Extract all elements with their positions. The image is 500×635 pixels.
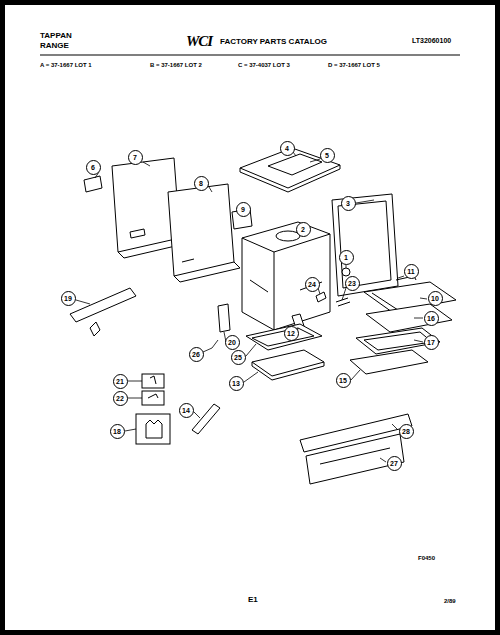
callout-number: 25 (234, 354, 242, 361)
callout-number: 2 (301, 226, 305, 233)
callout-circle: 18 (110, 424, 125, 439)
callout-circle: 3 (341, 196, 356, 211)
callout-number: 24 (308, 281, 316, 288)
callout-number: 3 (346, 200, 350, 207)
callout-number: 12 (287, 330, 295, 337)
tappan-brand: TAPPAN (40, 32, 72, 40)
callout-circle: 20 (225, 335, 240, 350)
callout-circle: 14 (179, 403, 194, 418)
catalog-title: FACTORY PARTS CATALOG (220, 38, 327, 46)
callout-circle: 19 (61, 291, 76, 306)
product-type: RANGE (40, 42, 69, 50)
model-lot: D = 37-1667 LOT 5 (328, 62, 380, 68)
catalog-number: LT32060100 (412, 37, 451, 44)
callout-number: 23 (348, 280, 356, 287)
callout-circle: 21 (113, 374, 128, 389)
callout-number: 22 (116, 395, 124, 402)
wci-logo: WCI (186, 34, 212, 49)
plate-number: F0450 (418, 555, 435, 561)
callout-number: 11 (407, 268, 414, 275)
callout-circle: 7 (128, 150, 143, 165)
callout-number: 8 (199, 180, 203, 187)
callout-circle: 6 (86, 160, 101, 175)
callout-number: 16 (427, 315, 435, 322)
callout-circle: 4 (280, 141, 295, 156)
callout-number: 17 (427, 339, 435, 346)
callout-circle: 8 (194, 176, 209, 191)
callout-circle: 27 (387, 456, 402, 471)
callout-number: 28 (402, 428, 410, 435)
callout-circle: 24 (305, 277, 320, 292)
callout-number: 5 (325, 152, 329, 159)
callout-number: 6 (91, 164, 95, 171)
callout-number: 13 (232, 380, 240, 387)
callout-circle: 15 (336, 373, 351, 388)
callout-circle: 28 (399, 424, 414, 439)
model-lot: C = 37-4037 LOT 3 (238, 62, 290, 68)
callout-number: 9 (241, 206, 245, 213)
callout-number: 15 (339, 377, 347, 384)
page-number: E1 (248, 596, 258, 604)
callout-number: 27 (390, 460, 398, 467)
callout-circle: 23 (345, 276, 360, 291)
callout-circle: 5 (320, 148, 335, 163)
callout-circle: 10 (428, 291, 443, 306)
callout-number: 21 (116, 378, 124, 385)
callout-circle: 12 (284, 326, 299, 341)
callout-circle: 13 (229, 376, 244, 391)
model-lot: A = 37-1667 LOT 1 (40, 62, 92, 68)
callout-circle: 17 (424, 335, 439, 350)
callout-number: 19 (64, 295, 72, 302)
callout-circle: 16 (424, 311, 439, 326)
callout-circle: 26 (189, 347, 204, 362)
callout-circle: 22 (113, 391, 128, 406)
callout-number: 4 (285, 145, 289, 152)
callout-number: 20 (228, 339, 236, 346)
callout-number: 18 (113, 428, 121, 435)
model-lot: B = 37-1667 LOT 2 (150, 62, 202, 68)
callout-number: 26 (192, 351, 200, 358)
callout-circle: 9 (236, 202, 251, 217)
callout-circle: 25 (231, 350, 246, 365)
callout-number: 1 (344, 254, 348, 261)
date-code: 2/89 (444, 598, 456, 604)
callout-number: 14 (182, 407, 190, 414)
callout-circle: 2 (296, 222, 311, 237)
callout-number: 10 (431, 295, 439, 302)
callout-circle: 11 (404, 264, 419, 279)
callout-number: 7 (133, 154, 137, 161)
callout-circle: 1 (339, 250, 354, 265)
